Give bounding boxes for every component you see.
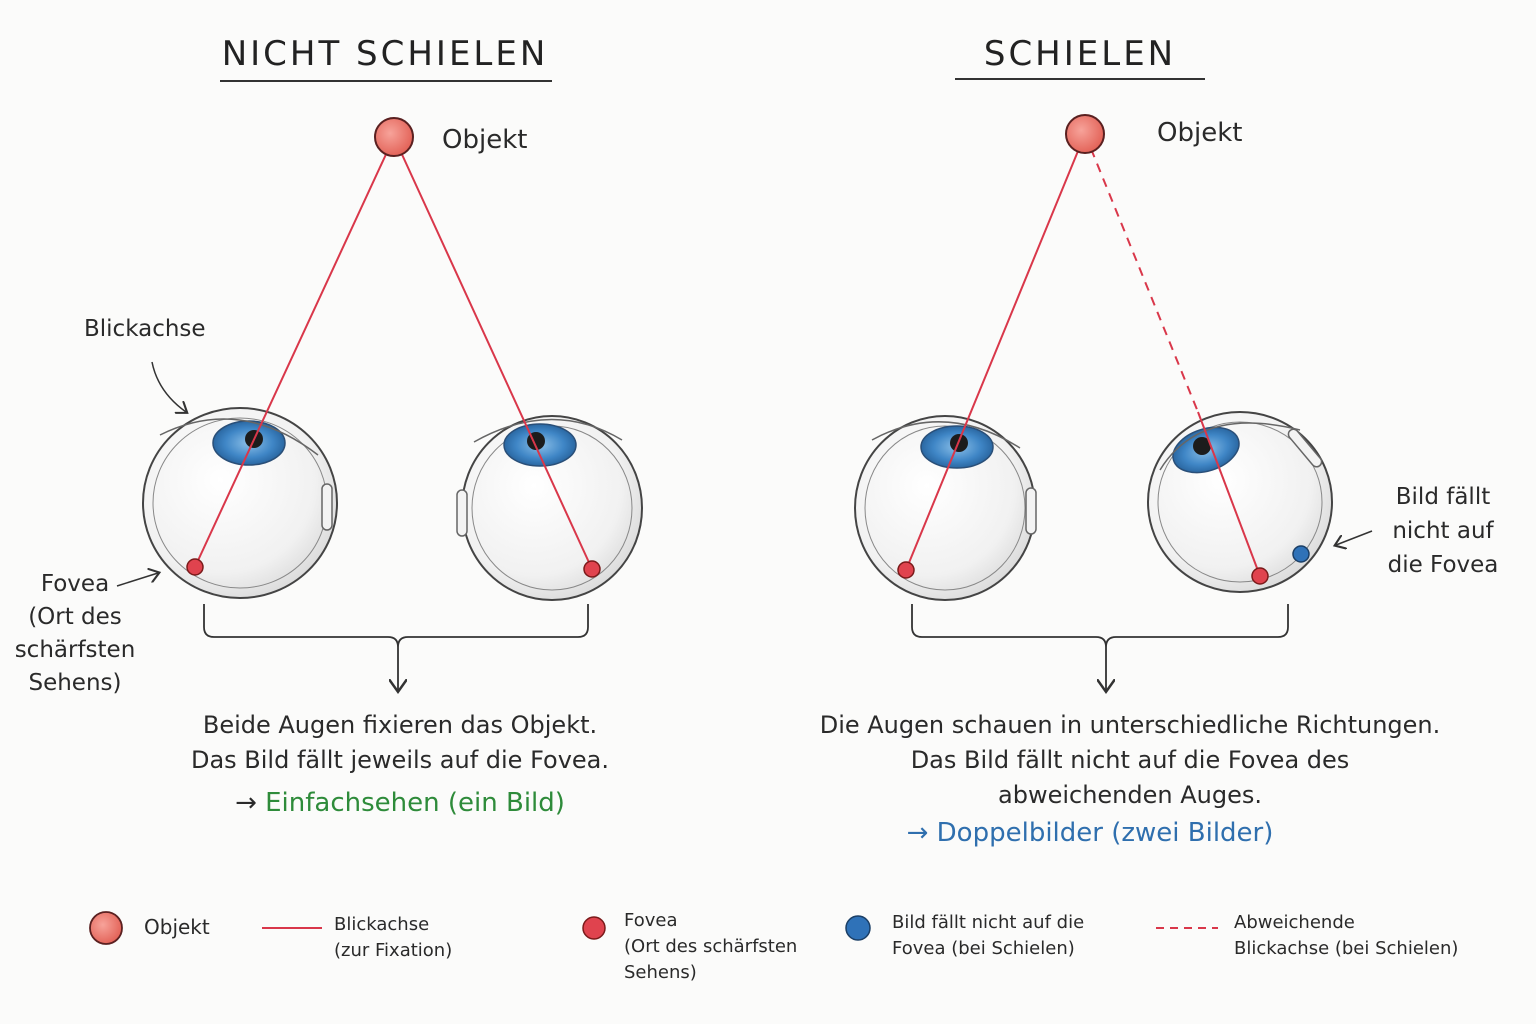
fovea-arrow <box>116 573 158 587</box>
legend-axis-line-2: (zur Fixation) <box>334 940 453 961</box>
left-caption-line-1: Beide Augen fixieren das Objekt. <box>202 711 598 739</box>
left-object <box>374 117 414 157</box>
right-fovea-2 <box>1251 567 1269 585</box>
left-fovea-2 <box>583 560 601 578</box>
left-eye-1 <box>142 407 338 599</box>
right-axis-inside <box>1197 411 1261 577</box>
legend-symbols <box>89 911 1218 945</box>
axis-label: Blickachse <box>84 316 206 342</box>
right-caption-line-3: abweichenden Auges. <box>998 781 1262 809</box>
miss-label-line-3: die Fovea <box>1387 552 1499 578</box>
legend-fovea-line-3: Sehens) <box>624 962 697 983</box>
left-caption-line-2: Das Bild fällt jeweils auf die Fovea. <box>190 746 610 774</box>
left-panel <box>116 117 643 690</box>
right-object <box>1065 114 1105 154</box>
left-result: → Einfachsehen (ein Bild) <box>160 788 640 818</box>
miss-arrow <box>1336 530 1373 545</box>
legend-fovea-icon <box>582 916 606 940</box>
right-axis-fixing <box>905 133 1086 571</box>
legend-fovea-line-1: Fovea <box>624 910 678 931</box>
right-title-underline <box>955 78 1205 80</box>
axis-arrow <box>151 361 186 412</box>
fovea-label: Fovea (Ort des schärfsten Sehens) <box>10 568 140 700</box>
right-title: SCHIELEN <box>983 34 1177 74</box>
legend-miss-icon <box>845 915 871 941</box>
right-eye-1 <box>854 415 1037 601</box>
legend-axis: Blickachse (zur Fixation) <box>334 912 452 964</box>
right-object-label: Objekt <box>1157 118 1243 148</box>
right-caption-line-1: Die Augen schauen in unterschiedliche Ri… <box>819 711 1441 739</box>
left-eye-2 <box>456 415 643 601</box>
legend-fovea: Fovea (Ort des schärfsten Sehens) <box>624 908 797 986</box>
left-object-label: Objekt <box>442 125 528 155</box>
legend-deviating: Abweichende Blickachse (bei Schielen) <box>1234 910 1458 962</box>
legend-deviating-line-2: Blickachse (bei Schielen) <box>1234 938 1459 959</box>
legend-object-icon <box>89 911 123 945</box>
miss-label-line-1: Bild fällt <box>1395 484 1491 510</box>
legend-deviating-line-1: Abweichende <box>1234 912 1355 933</box>
right-panel <box>854 114 1373 690</box>
right-caption-line-2: Das Bild fällt nicht auf die Fovea des <box>910 746 1350 774</box>
miss-label: Bild fällt nicht auf die Fovea <box>1374 480 1512 582</box>
right-miss-point <box>1292 545 1310 563</box>
left-result-text: Einfachsehen (ein Bild) <box>265 788 565 818</box>
right-caption: Die Augen schauen in unterschiedliche Ri… <box>800 708 1460 813</box>
right-fovea-1 <box>897 561 915 579</box>
right-brace <box>911 604 1289 648</box>
left-axis-2 <box>393 136 593 570</box>
right-axis-deviating <box>1084 133 1199 413</box>
legend-axis-line-1: Blickachse <box>334 914 430 935</box>
left-caption: Beide Augen fixieren das Objekt. Das Bil… <box>160 708 640 778</box>
fovea-label-line-4: Sehens) <box>28 670 122 696</box>
legend-object: Objekt <box>144 915 210 939</box>
right-result: → Doppelbilder (zwei Bilder) <box>906 818 1274 848</box>
fovea-label-line-2: (Ort des <box>28 604 122 630</box>
left-title-underline <box>220 80 552 82</box>
legend-fovea-line-2: (Ort des schärfsten <box>624 936 798 957</box>
legend-miss-line-1: Bild fällt nicht auf die <box>892 912 1085 933</box>
left-axis-1 <box>194 136 395 568</box>
left-brace <box>203 604 589 648</box>
left-fovea-1 <box>186 558 204 576</box>
fovea-label-line-1: Fovea <box>40 571 110 597</box>
left-title: NICHT SCHIELEN <box>221 34 549 74</box>
right-eye-2 <box>1147 411 1333 593</box>
left-result-arrow: → <box>235 788 257 818</box>
miss-label-line-2: nicht auf <box>1392 518 1494 544</box>
legend-miss: Bild fällt nicht auf die Fovea (bei Schi… <box>892 910 1084 962</box>
legend-miss-line-2: Fovea (bei Schielen) <box>892 938 1075 959</box>
fovea-label-line-3: schärfsten <box>14 637 136 663</box>
